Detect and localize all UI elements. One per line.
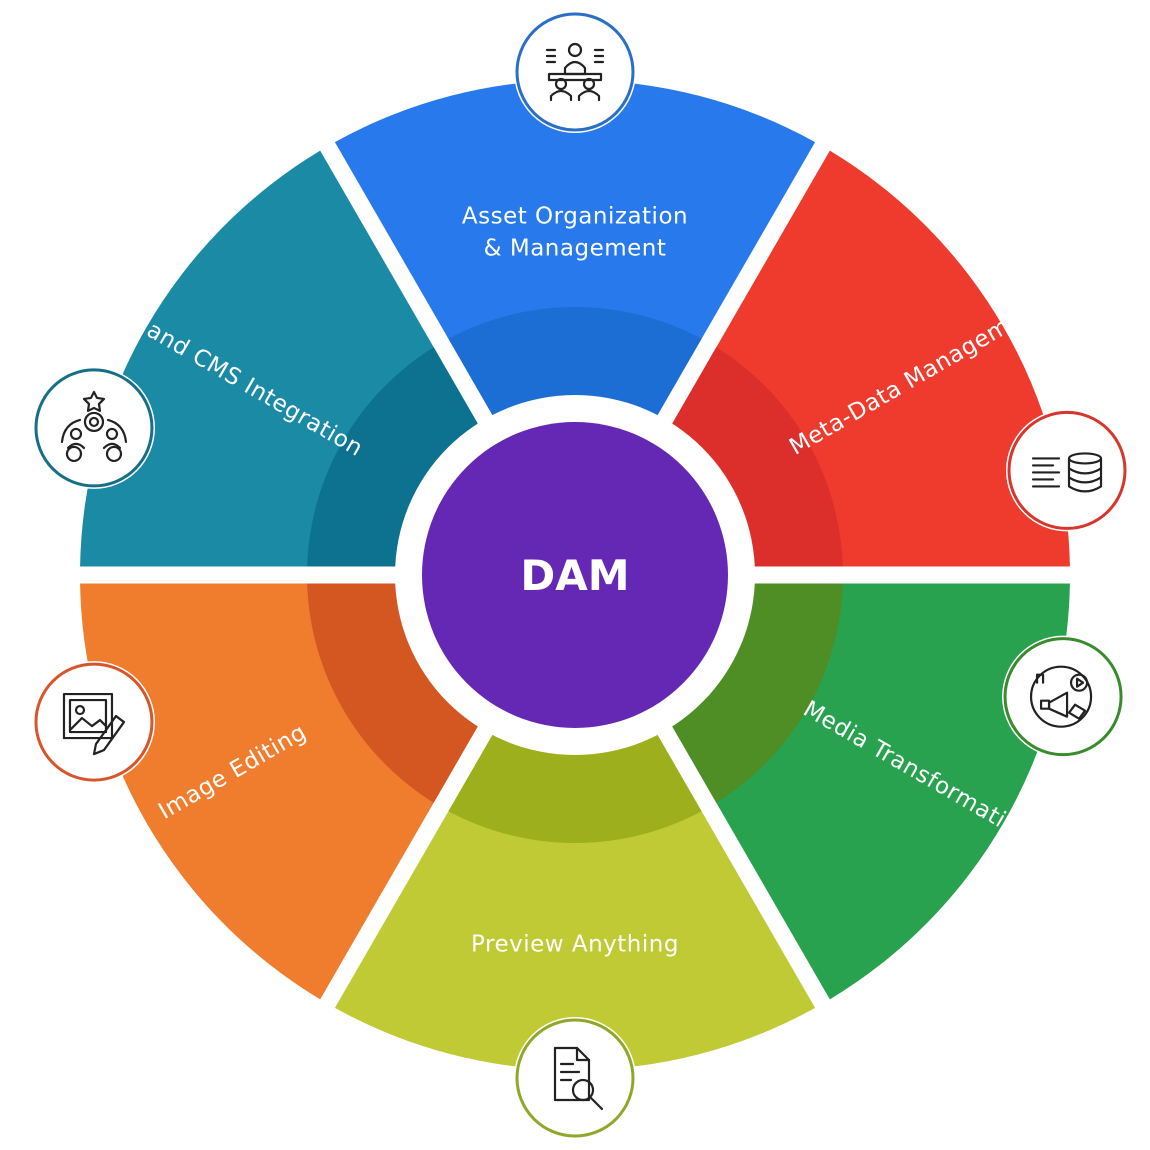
icon-bubble [1003,637,1123,757]
icon-bubble [34,662,154,782]
team-meeting-icon [514,11,636,133]
icon-bubble [515,12,635,132]
integration-team-icon [32,366,155,489]
icons-layer [32,11,1129,1139]
database-list-icon-glyph [1031,452,1103,493]
icon-bubble [515,1018,635,1138]
segment-media-inner [667,583,843,803]
segment-metadata-inner [667,347,843,567]
segment-preview-inner [448,726,702,843]
center-label: DAM [520,551,629,600]
segment-pim-inner [307,347,483,567]
segment-image-inner [307,583,483,803]
image-edit-icon [32,661,155,784]
segment-asset-inner [448,306,702,424]
segment-media: Media Transformation [667,583,1070,1000]
database-list-icon [1006,409,1129,532]
segment-asset-label: Asset Organization & Management [462,204,688,262]
icon-bubble [34,368,154,488]
segment-preview-label: Preview Anything [471,932,679,958]
image-edit-icon-glyph [62,692,126,756]
media-marketing-icon [1002,635,1125,758]
media-marketing-icon-glyph [1029,665,1093,728]
segment-asset-label-line: & Management [484,236,667,262]
segment-metadata: Meta-Data Management [667,150,1070,567]
team-meeting-icon-glyph [545,42,605,102]
integration-team-icon-glyph [60,390,128,463]
center-circle [422,422,728,728]
document-search-icon [514,1017,636,1139]
document-search-icon-glyph [553,1046,604,1111]
icon-bubble [1007,410,1127,530]
segment-asset-label-line: Asset Organization [462,204,688,230]
segment-preview-label-line: Preview Anything [471,932,679,958]
segments-layer: Asset Organization & ManagementMeta-Data … [80,79,1070,1070]
center-hub: DAM [395,395,755,755]
segment-image: Image Editing [80,583,483,1000]
segment-preview: Preview Anything [334,726,816,1070]
segment-asset: Asset Organization & Management [334,79,816,424]
